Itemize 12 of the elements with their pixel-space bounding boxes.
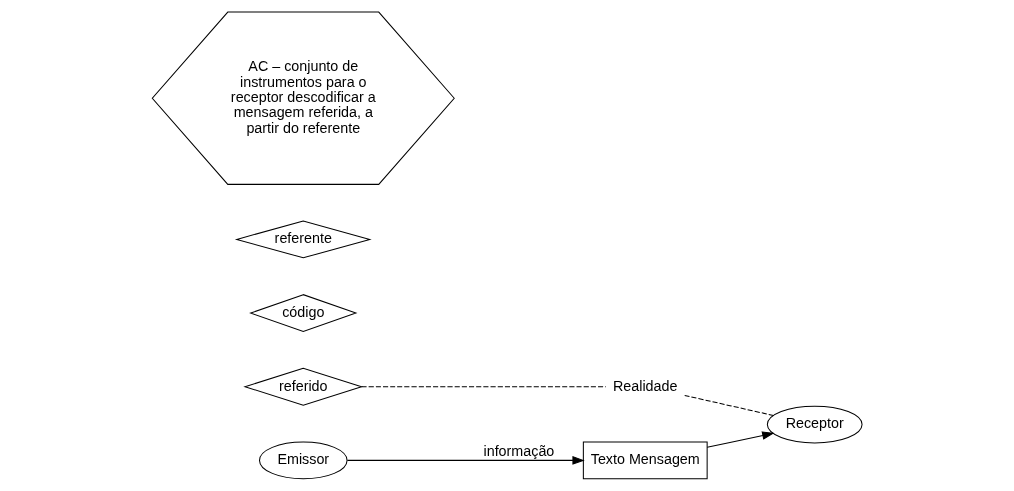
arrow [706,431,775,448]
node-ellipse: Emissor [259,441,348,480]
node-box: Texto Mensagem [582,441,708,480]
connector [361,386,607,388]
node-diamond: referente [234,220,372,259]
connector [684,394,774,416]
edge-label: informação [483,443,555,460]
node-diamond: código [249,294,358,333]
node-ellipse: Receptor [766,405,863,444]
node-diamond: referido [243,367,364,406]
arrow [346,456,585,465]
node-text: Realidade [613,377,678,394]
